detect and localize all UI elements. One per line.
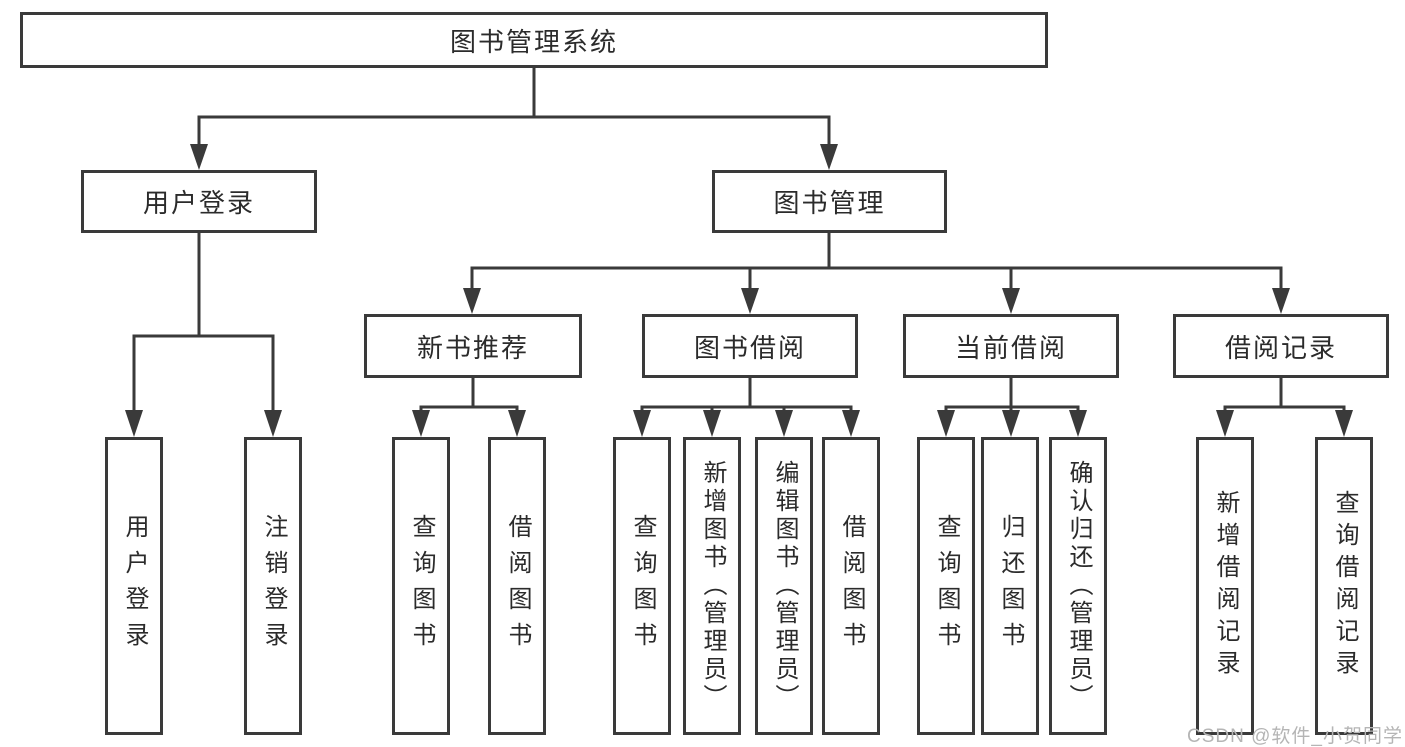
leaf-confirm-return-admin-label: 确认归还（管理员） [1065, 460, 1092, 712]
leaf-borrow-books: 借阅图书 [822, 437, 880, 735]
leaf-add-books-admin-label: 新增图书（管理员） [699, 460, 726, 712]
connector-rec-to-leaves [419, 378, 519, 414]
node-borrow-records-label: 借阅记录 [1224, 332, 1337, 363]
node-user-login: 用户登录 [81, 170, 317, 233]
node-current-borrow: 当前借阅 [903, 314, 1119, 378]
node-new-book-recommend: 新书推荐 [364, 314, 582, 378]
leaf-user-login-label: 用户登录 [121, 514, 148, 658]
csdn-watermark: CSDN @软件_小贺同学 [1187, 726, 1403, 747]
node-current-borrow-label: 当前借阅 [954, 332, 1067, 363]
leaf-edit-books-admin: 编辑图书（管理员） [755, 437, 813, 735]
leaf-current-query-books-label: 查询图书 [933, 514, 960, 658]
leaf-borrow-query-books-label: 查询图书 [629, 514, 656, 658]
leaf-logout: 注销登录 [244, 437, 302, 735]
leaf-return-books: 归还图书 [981, 437, 1039, 735]
leaf-borrow-query-books: 查询图书 [613, 437, 671, 735]
connector-borrow-to-leaves [640, 378, 853, 414]
node-book-management-label: 图书管理 [773, 188, 886, 218]
node-user-login-label: 用户登录 [142, 188, 255, 218]
leaf-rec-borrow-books-label: 借阅图书 [504, 514, 531, 658]
leaf-borrow-books-label: 借阅图书 [838, 514, 865, 658]
node-root-label: 图书管理系统 [449, 26, 618, 57]
leaf-add-borrow-record: 新增借阅记录 [1196, 437, 1254, 735]
node-book-borrow-label: 图书借阅 [693, 332, 806, 363]
leaf-query-borrow-record-label: 查询借阅记录 [1331, 490, 1358, 682]
leaf-return-books-label: 归还图书 [997, 514, 1024, 658]
leaf-edit-books-admin-label: 编辑图书（管理员） [771, 460, 798, 712]
leaf-confirm-return-admin: 确认归还（管理员） [1049, 437, 1107, 735]
leaf-query-borrow-record: 查询借阅记录 [1315, 437, 1373, 735]
connector-records-to-leaves [1223, 378, 1346, 414]
node-book-borrow: 图书借阅 [642, 314, 858, 378]
leaf-rec-borrow-books: 借阅图书 [488, 437, 546, 735]
connector-mgmt-to-level3 [470, 233, 1283, 292]
connector-login-to-leaves [132, 233, 275, 414]
leaf-current-query-books: 查询图书 [917, 437, 975, 735]
leaf-add-borrow-record-label: 新增借阅记录 [1212, 490, 1239, 682]
node-root-library-system: 图书管理系统 [20, 12, 1048, 68]
node-book-management: 图书管理 [712, 170, 947, 233]
arrowheads [125, 144, 1353, 437]
connector-current-to-leaves [944, 378, 1080, 414]
leaf-user-login: 用户登录 [105, 437, 163, 735]
leaf-add-books-admin: 新增图书（管理员） [683, 437, 741, 735]
node-borrow-records: 借阅记录 [1173, 314, 1389, 378]
leaf-rec-query-books: 查询图书 [392, 437, 450, 735]
leaf-rec-query-books-label: 查询图书 [408, 514, 435, 658]
connector-root-to-level2 [197, 68, 831, 148]
leaf-logout-label: 注销登录 [260, 514, 287, 658]
node-new-book-recommend-label: 新书推荐 [416, 332, 529, 363]
